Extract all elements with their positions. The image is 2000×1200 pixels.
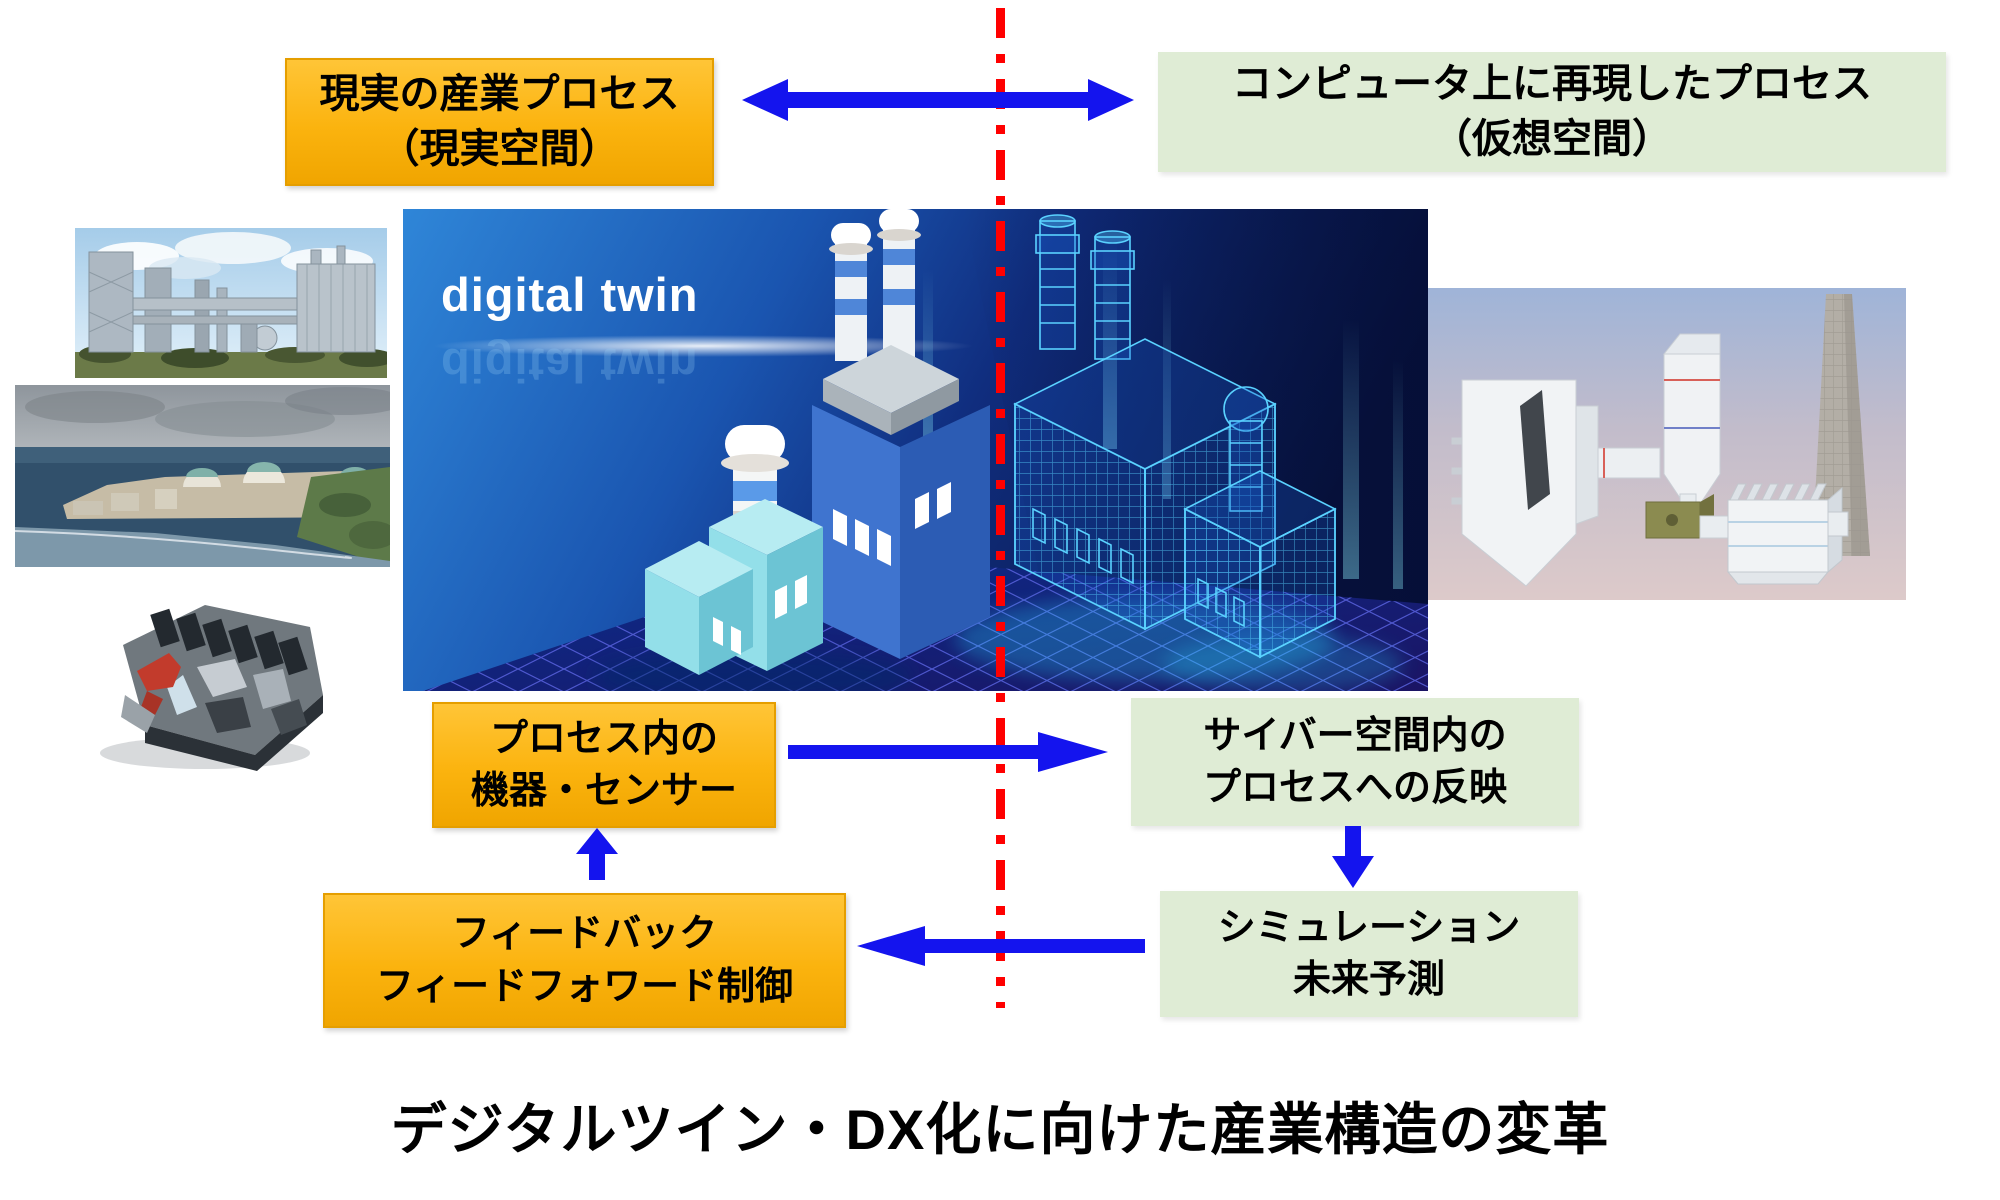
wireframe-factory bbox=[1013, 214, 1337, 659]
diagram-title: デジタルツイン・DX化に向けた産業構造の変革 bbox=[390, 1098, 1610, 1161]
cyber-reflect-box: サイバー空間内の プロセスへの反映 bbox=[1131, 698, 1579, 826]
sensor-line2: 機器・センサー bbox=[470, 770, 737, 812]
cyber-reflect-line1: サイバー空間内の bbox=[1203, 714, 1507, 757]
cyber-reflect-line2: プロセスへの反映 bbox=[1202, 767, 1507, 809]
simulation-line2: 未来予測 bbox=[1292, 959, 1445, 1001]
solid-factory-large bbox=[812, 209, 990, 659]
down-arrow-icon bbox=[1332, 826, 1374, 888]
striped-chimney-2 bbox=[877, 209, 921, 361]
render-ducts bbox=[1597, 333, 1721, 519]
coastal-power-plant-photo bbox=[15, 385, 390, 567]
sensor-box: プロセス内の 機器・センサー bbox=[432, 702, 776, 828]
virtual-process-line2: （仮想空間） bbox=[1432, 117, 1672, 161]
real-process-line1: 現実の産業プロセス bbox=[319, 71, 680, 116]
plant-equipment-3d-render bbox=[1428, 288, 1906, 600]
wireframe-round-chimney bbox=[1223, 386, 1269, 512]
feedback-line1: フィードバック bbox=[451, 913, 718, 956]
cyber-physical-divider-line bbox=[996, 8, 1005, 1008]
feedback-box: フィードバック フィードフォワード制御 bbox=[323, 893, 846, 1028]
render-chimney bbox=[1812, 294, 1870, 556]
solid-factory-small bbox=[645, 425, 823, 675]
simulation-line1: シミュレーション bbox=[1217, 906, 1521, 949]
engine-cutaway-image bbox=[85, 575, 347, 775]
wireframe-chimney-1 bbox=[1035, 214, 1080, 350]
wireframe-chimney-2 bbox=[1090, 230, 1135, 360]
bidirectional-arrow-icon bbox=[742, 79, 1134, 121]
industrial-plant-photo bbox=[75, 228, 387, 378]
striped-chimney-1 bbox=[829, 223, 873, 361]
digital-twin-factory-illustration: digital twin digital twin bbox=[403, 209, 1428, 691]
virtual-process-box: コンピュータ上に再現したプロセス （仮想空間） bbox=[1158, 52, 1946, 172]
right-arrow-icon bbox=[788, 732, 1108, 772]
sensor-line1: プロセス内の bbox=[489, 717, 718, 760]
render-fan bbox=[1645, 494, 1735, 539]
digital-twin-caption: digital twin bbox=[441, 268, 698, 321]
left-arrow-icon bbox=[857, 926, 1145, 966]
render-filter-unit bbox=[1726, 483, 1849, 585]
digital-twin-caption-reflection: digital twin bbox=[441, 339, 698, 392]
simulation-box: シミュレーション 未来予測 bbox=[1160, 891, 1578, 1017]
up-arrow-icon bbox=[576, 828, 618, 880]
feedback-line2: フィードフォワード制御 bbox=[375, 965, 794, 1008]
real-process-line2: （現実空間） bbox=[379, 127, 620, 171]
render-boiler bbox=[1451, 379, 1599, 587]
virtual-process-line1: コンピュータ上に再現したプロセス bbox=[1232, 61, 1872, 106]
real-process-box: 現実の産業プロセス （現実空間） bbox=[285, 58, 714, 186]
